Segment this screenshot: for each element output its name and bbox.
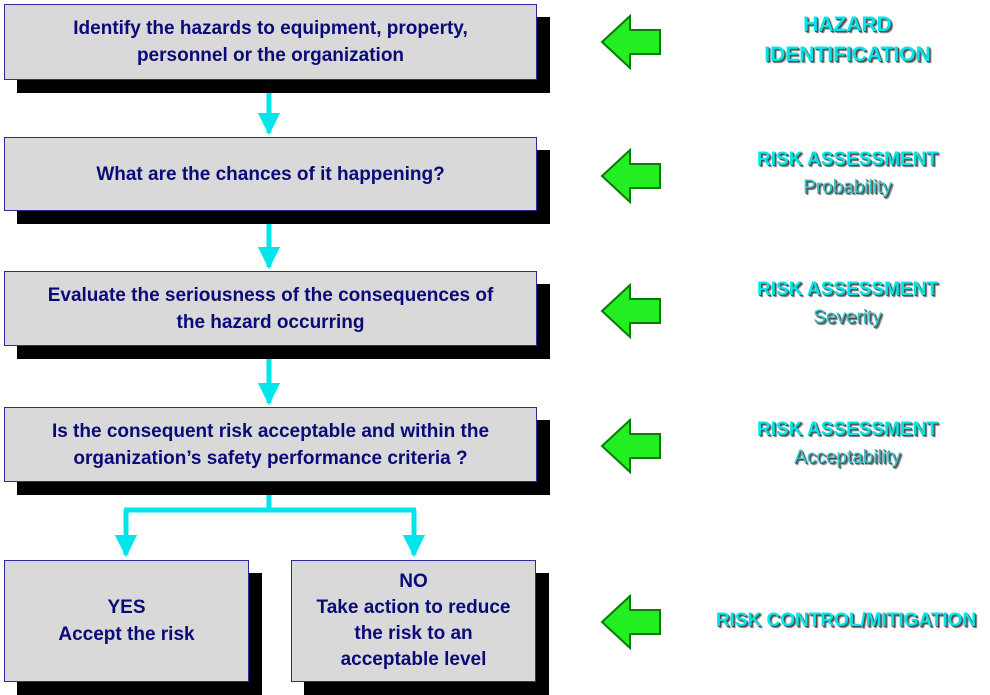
step-chances: What are the chances of it happening? xyxy=(4,137,537,211)
step-acceptable-line1: Is the consequent risk acceptable and wi… xyxy=(51,420,490,442)
outcome-no-line1: NO xyxy=(399,571,428,592)
outcome-no-line4: acceptable level xyxy=(340,649,487,670)
outcome-yes: YES Accept the risk xyxy=(4,560,249,682)
outcome-yes-line2: Accept the risk xyxy=(58,624,195,645)
step-seriousness-line2: the hazard occurring xyxy=(176,311,365,333)
label-risk-assessment-severity: RISK ASSESSMENT Severity xyxy=(720,276,975,332)
label-risk-assessment-acceptability: RISK ASSESSMENT Acceptability xyxy=(720,416,975,472)
step-acceptable: Is the consequent risk acceptable and wi… xyxy=(4,407,537,482)
step-identify-hazards-line2: personnel or the organization xyxy=(136,45,405,66)
step-seriousness: Evaluate the seriousness of the conseque… xyxy=(4,271,537,346)
left-arrow-icon xyxy=(600,283,661,339)
label-acceptability-sub: Acceptability xyxy=(794,447,901,468)
label-severity-sub: Severity xyxy=(813,307,882,328)
label-probability-sub: Probability xyxy=(803,177,892,198)
outcome-no-line2: Take action to reduce xyxy=(316,597,511,618)
outcome-no-line3: the risk to an xyxy=(354,623,473,644)
left-arrow-icon xyxy=(600,594,661,650)
label-severity-title: RISK ASSESSMENT xyxy=(757,279,938,300)
label-risk-assessment-probability: RISK ASSESSMENT Probability xyxy=(720,146,975,202)
outcome-no: NO Take action to reduce the risk to an … xyxy=(291,560,536,682)
label-hazard-line1: HAZARD xyxy=(803,13,892,36)
label-hazard-line2: IDENTIFICATION xyxy=(764,43,931,66)
step-seriousness-line1: Evaluate the seriousness of the conseque… xyxy=(47,284,494,306)
step-identify-hazards-line1: Identify the hazards to equipment, prope… xyxy=(73,18,468,39)
left-arrow-icon xyxy=(600,418,661,474)
step-identify-hazards: Identify the hazards to equipment, prope… xyxy=(4,4,537,80)
label-risk-control-mitigation: RISK CONTROL/MITIGATION xyxy=(704,607,988,635)
left-arrow-icon xyxy=(600,148,661,204)
label-acceptability-title: RISK ASSESSMENT xyxy=(757,419,938,440)
step-chances-line1: What are the chances of it happening? xyxy=(96,163,445,185)
outcome-yes-line1: YES xyxy=(107,597,146,618)
label-control-title: RISK CONTROL/MITIGATION xyxy=(715,610,977,631)
label-probability-title: RISK ASSESSMENT xyxy=(757,149,938,170)
label-hazard-identification: HAZARD IDENTIFICATION xyxy=(720,10,975,70)
left-arrow-icon xyxy=(600,14,661,70)
step-acceptable-line2: organization’s safety performance criter… xyxy=(73,447,468,469)
